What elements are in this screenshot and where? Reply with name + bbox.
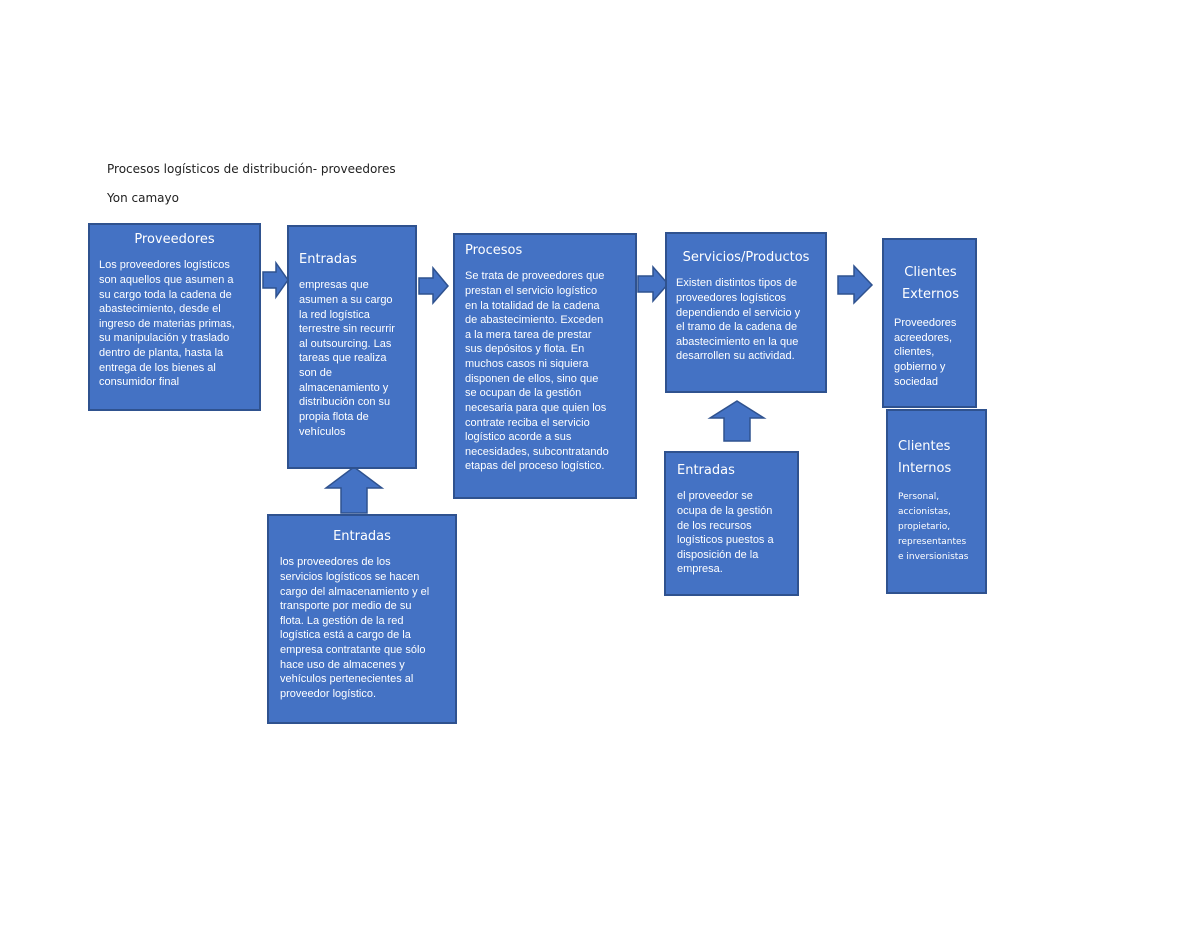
servicios-productos-text: Existen distintos tipos de proveedores l… bbox=[676, 277, 801, 363]
clientes-externos-title: Clientes Externos bbox=[901, 265, 960, 303]
document-title: Procesos logísticos de distribución- pro… bbox=[107, 162, 396, 176]
procesos-title: Procesos bbox=[465, 243, 523, 258]
arrow-right-3 bbox=[637, 265, 670, 303]
procesos-text: Se trata de proveedores que prestan el s… bbox=[465, 270, 609, 473]
clientes-internos-text: Personal, accionistas, propietario, repr… bbox=[898, 492, 969, 562]
entradas-3-text: el proveedor se ocupa de la gestión de l… bbox=[677, 490, 774, 576]
entradas-3-title: Entradas bbox=[677, 463, 735, 478]
clientes-internos-title: Clientes Internos bbox=[898, 439, 952, 477]
entradas-1-text: empresas que asumen a su cargo la red lo… bbox=[299, 279, 395, 438]
entradas-box-3: Entradas el proveedor se ocupa de la ges… bbox=[664, 451, 799, 596]
arrow-right-2 bbox=[418, 265, 449, 305]
arrow-right-4 bbox=[837, 264, 874, 305]
proveedores-text: Los proveedores logísticos son aquellos … bbox=[99, 259, 235, 389]
proveedores-title: Proveedores bbox=[134, 232, 215, 247]
entradas-2-text: los proveedores de los servicios logísti… bbox=[280, 556, 430, 700]
clientes-externos-text: Proveedores acreedores, clientes, gobier… bbox=[894, 317, 957, 388]
servicios-productos-box: Servicios/Productos Existen distintos ti… bbox=[665, 232, 827, 393]
entradas-2-title: Entradas bbox=[333, 529, 391, 544]
clientes-externos-box: Clientes Externos Proveedores acreedores… bbox=[882, 238, 977, 408]
procesos-box: Procesos Se trata de proveedores que pre… bbox=[453, 233, 637, 499]
arrow-right-1 bbox=[262, 260, 289, 300]
arrow-up-1 bbox=[323, 466, 385, 514]
entradas-1-title: Entradas bbox=[299, 252, 357, 267]
servicios-productos-title: Servicios/Productos bbox=[682, 250, 810, 265]
document-author: Yon camayo bbox=[107, 191, 179, 205]
entradas-box-1: Entradas empresas que asumen a su cargo … bbox=[287, 225, 417, 469]
proveedores-box: Proveedores Los proveedores logísticos s… bbox=[88, 223, 261, 411]
clientes-internos-box: Clientes Internos Personal, accionistas,… bbox=[886, 409, 987, 594]
entradas-box-2: Entradas los proveedores de los servicio… bbox=[267, 514, 457, 724]
arrow-up-2 bbox=[707, 400, 767, 442]
